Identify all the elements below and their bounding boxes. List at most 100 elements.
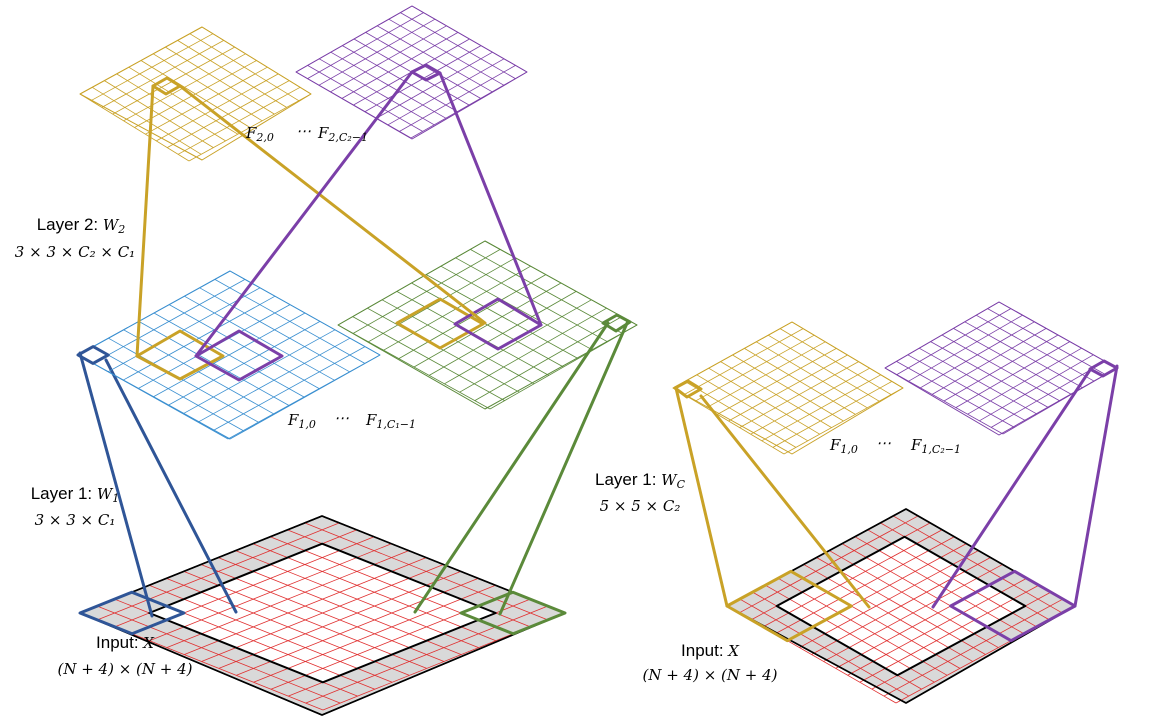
left-f1-last-map-gridline bbox=[429, 291, 577, 376]
left-purple-connector-1 bbox=[194, 70, 414, 358]
left-input-gridline bbox=[97, 605, 341, 704]
left-input-gridline bbox=[148, 584, 393, 683]
right-f1-first-map-gridline bbox=[750, 367, 870, 435]
f2-first-label: F2,0 bbox=[246, 124, 274, 144]
right-f1-last-map-gridline bbox=[967, 347, 1082, 415]
right-f1-last-label: F1,C₂−1 bbox=[911, 436, 961, 456]
left-f2-first-map-gridline bbox=[167, 80, 290, 148]
right-f1-first-map-gridline bbox=[772, 381, 893, 448]
left-f2-first-map-gridline bbox=[91, 86, 202, 155]
right-layer1-title: Layer 1: bbox=[595, 470, 662, 489]
layer2-weight: W2 bbox=[102, 216, 126, 236]
left-f2-first-map-gridline bbox=[188, 93, 312, 162]
left-f1-first-map-gridline bbox=[212, 346, 366, 431]
right-f1-first-map-gridline bbox=[739, 361, 859, 428]
left-f1-last-map-gridline bbox=[352, 316, 505, 401]
layer2-shape: 3 × 3 × C₂ × C₁ bbox=[14, 243, 136, 261]
right-input-gridline bbox=[777, 577, 948, 676]
input-label: Input: X bbox=[55, 632, 195, 654]
input-var: X bbox=[143, 634, 154, 652]
left-f1-first-gold-patch bbox=[135, 329, 225, 381]
right-f1-last-map-gridline bbox=[930, 341, 1049, 408]
right-input-gridline bbox=[739, 598, 909, 697]
right-f1-first-map-gridline bbox=[672, 387, 785, 455]
left-f2-first-map-gridline bbox=[156, 73, 279, 142]
left-blue-connector-2 bbox=[104, 358, 238, 614]
layer1-label: Layer 1: W1 bbox=[0, 483, 150, 509]
left-f1-first-map-gridline bbox=[167, 321, 321, 406]
left-f2-first-map-gridline bbox=[79, 93, 190, 162]
left-input-gridline bbox=[236, 577, 479, 676]
right-f1-first-border bbox=[672, 321, 904, 455]
left-f1-last-gold-patch bbox=[395, 297, 485, 350]
layer1-title: Layer 1: bbox=[30, 484, 97, 503]
right-f1-first-map-gridline bbox=[720, 361, 832, 428]
right-layer1-shape: 5 × 5 × C₂ bbox=[599, 497, 681, 515]
right-input-title: Input: bbox=[681, 641, 729, 660]
left-f1-last-map-gridline bbox=[411, 282, 564, 368]
left-f1-last-border bbox=[337, 240, 638, 410]
right-input-gridline bbox=[847, 577, 1027, 676]
left-f2-last-map-gridline bbox=[342, 45, 458, 112]
right-purple-connector-1 bbox=[931, 368, 1092, 609]
left-f2-first-map-gridline bbox=[140, 60, 251, 128]
f2-dots: ⋯ bbox=[296, 122, 311, 140]
right-f1-first-kernel bbox=[673, 379, 703, 399]
f1-dots: ⋯ bbox=[334, 409, 349, 427]
left-f1-last-map-gridline bbox=[459, 307, 607, 393]
right-input-gridline bbox=[859, 584, 1039, 683]
right-f1-first-map-gridline bbox=[684, 381, 797, 448]
right-f1-last-map-gridline bbox=[990, 361, 1106, 428]
right-f1-first-map-gridline bbox=[696, 374, 809, 442]
right-input-gridline bbox=[803, 564, 973, 662]
right-input-var: X bbox=[728, 642, 739, 660]
left-f2-last-border bbox=[295, 5, 528, 140]
left-f1-first-blue-kernel bbox=[76, 345, 110, 365]
left-f2-last-map-gridline bbox=[307, 65, 423, 132]
left-f2-first-border bbox=[79, 26, 312, 161]
right-f1-first-label: F1,0 bbox=[830, 436, 858, 456]
right-f1-last-kernel bbox=[1088, 359, 1119, 378]
right-layer1-weight: WC bbox=[661, 471, 685, 491]
left-f1-last-map-gridline bbox=[474, 316, 622, 401]
f2-last-label: F2,C₂−1 bbox=[318, 124, 368, 144]
right-f1-last-border bbox=[884, 301, 1118, 436]
left-f1-first-map-gridline bbox=[197, 337, 351, 423]
left-f1-first-purple-patch bbox=[194, 329, 284, 382]
f1-last-label: F1,C₁−1 bbox=[366, 411, 416, 431]
right-input-shape: (N + 4) × (N + 4) bbox=[642, 666, 778, 684]
right-gold-connector-2 bbox=[699, 394, 871, 609]
left-gold-connector-2 bbox=[178, 84, 487, 325]
left-f1-first-map-gridline bbox=[93, 346, 244, 431]
left-f1-first-border bbox=[77, 270, 381, 440]
right-f1-last-map-gridline bbox=[955, 341, 1071, 408]
right-layer1-label: Layer 1: WC bbox=[570, 469, 710, 495]
left-green-connector-2 bbox=[498, 319, 630, 616]
left-input-gridline bbox=[200, 564, 445, 662]
left-f1-last-purple-patch bbox=[453, 297, 543, 351]
right-gold-patch bbox=[725, 569, 853, 643]
right-input-gridline bbox=[883, 598, 1064, 697]
right-input-inner-border bbox=[775, 535, 1027, 677]
left-f1-first-map-gridline bbox=[138, 321, 289, 406]
layer1-weight: W1 bbox=[96, 485, 120, 505]
right-f1-last-map-gridline bbox=[919, 347, 1038, 415]
right-f1-dots: ⋯ bbox=[876, 434, 891, 452]
left-blue-connector-1 bbox=[78, 351, 154, 618]
left-f1-first-map-gridline bbox=[108, 337, 259, 423]
left-f1-last-map-gridline bbox=[381, 299, 535, 385]
left-f2-first-map-gridline bbox=[145, 66, 268, 135]
right-purple-patch bbox=[949, 569, 1077, 643]
left-f2-first-map-gridline bbox=[104, 80, 214, 148]
left-f2-first-map-gridline bbox=[177, 86, 301, 155]
left-input-border bbox=[79, 515, 566, 716]
left-f1-first-map-gridline bbox=[123, 329, 274, 415]
layer2-title: Layer 2: bbox=[36, 215, 103, 234]
right-input-gridline bbox=[816, 557, 986, 655]
right-purple-connector-2 bbox=[1073, 364, 1119, 608]
left-input-inner-border bbox=[148, 542, 497, 684]
left-f1-last-map-gridline bbox=[444, 299, 592, 385]
f1-first-label: F1,0 bbox=[288, 411, 316, 431]
right-f1-last-map-gridline bbox=[941, 334, 1061, 402]
